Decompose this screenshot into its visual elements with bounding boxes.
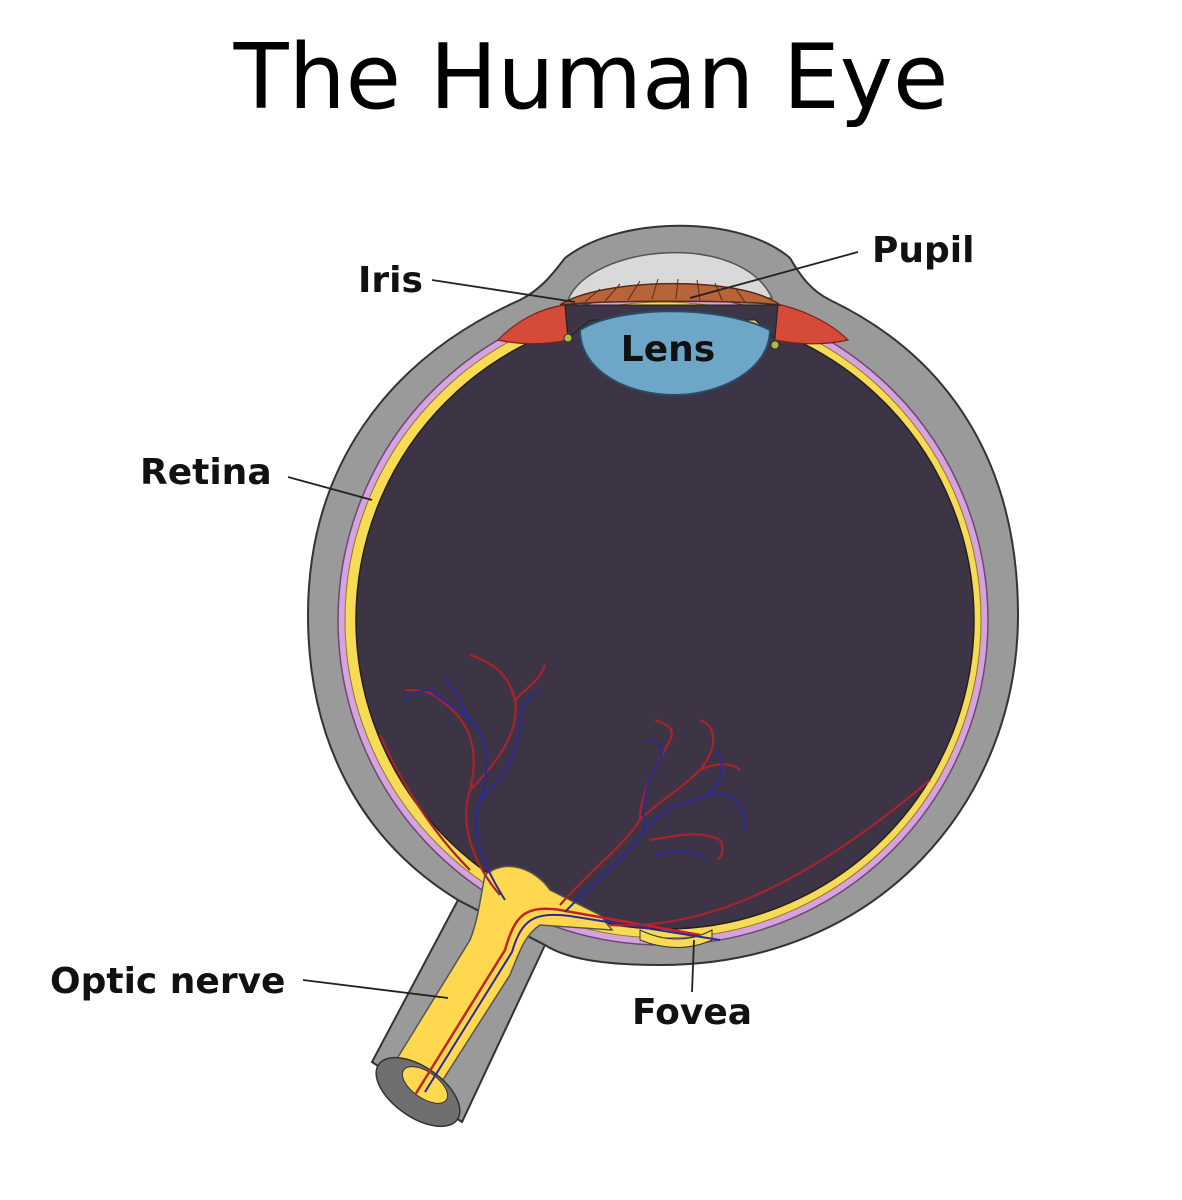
central-vein [424,913,721,1093]
pupil-leader [689,251,859,299]
label-pupil: Pupil [872,230,974,271]
optic-nerve-leader [302,979,449,999]
vitreous-body [355,310,975,930]
label-iris: Iris [358,260,423,301]
diagram-title: The Human Eye [233,25,949,130]
label-lens: Lens [621,329,715,370]
ciliary-body-right [771,302,850,345]
lens-zonule-left [563,333,573,343]
fovea-leader [691,939,695,993]
lens-zonule-right [770,340,780,350]
label-fovea: Fovea [632,992,752,1033]
retina-leader [287,476,373,501]
lens-shape [578,310,772,397]
iris-fibers [584,278,746,303]
retinal-veins [404,679,746,913]
iris-leader [431,279,576,303]
label-retina: Retina [140,452,272,493]
optic-nerve [389,865,614,1102]
optic-nerve-end-core [401,1066,449,1104]
label-optic-nerve: Optic nerve [50,961,285,1002]
central-artery [413,907,701,1096]
